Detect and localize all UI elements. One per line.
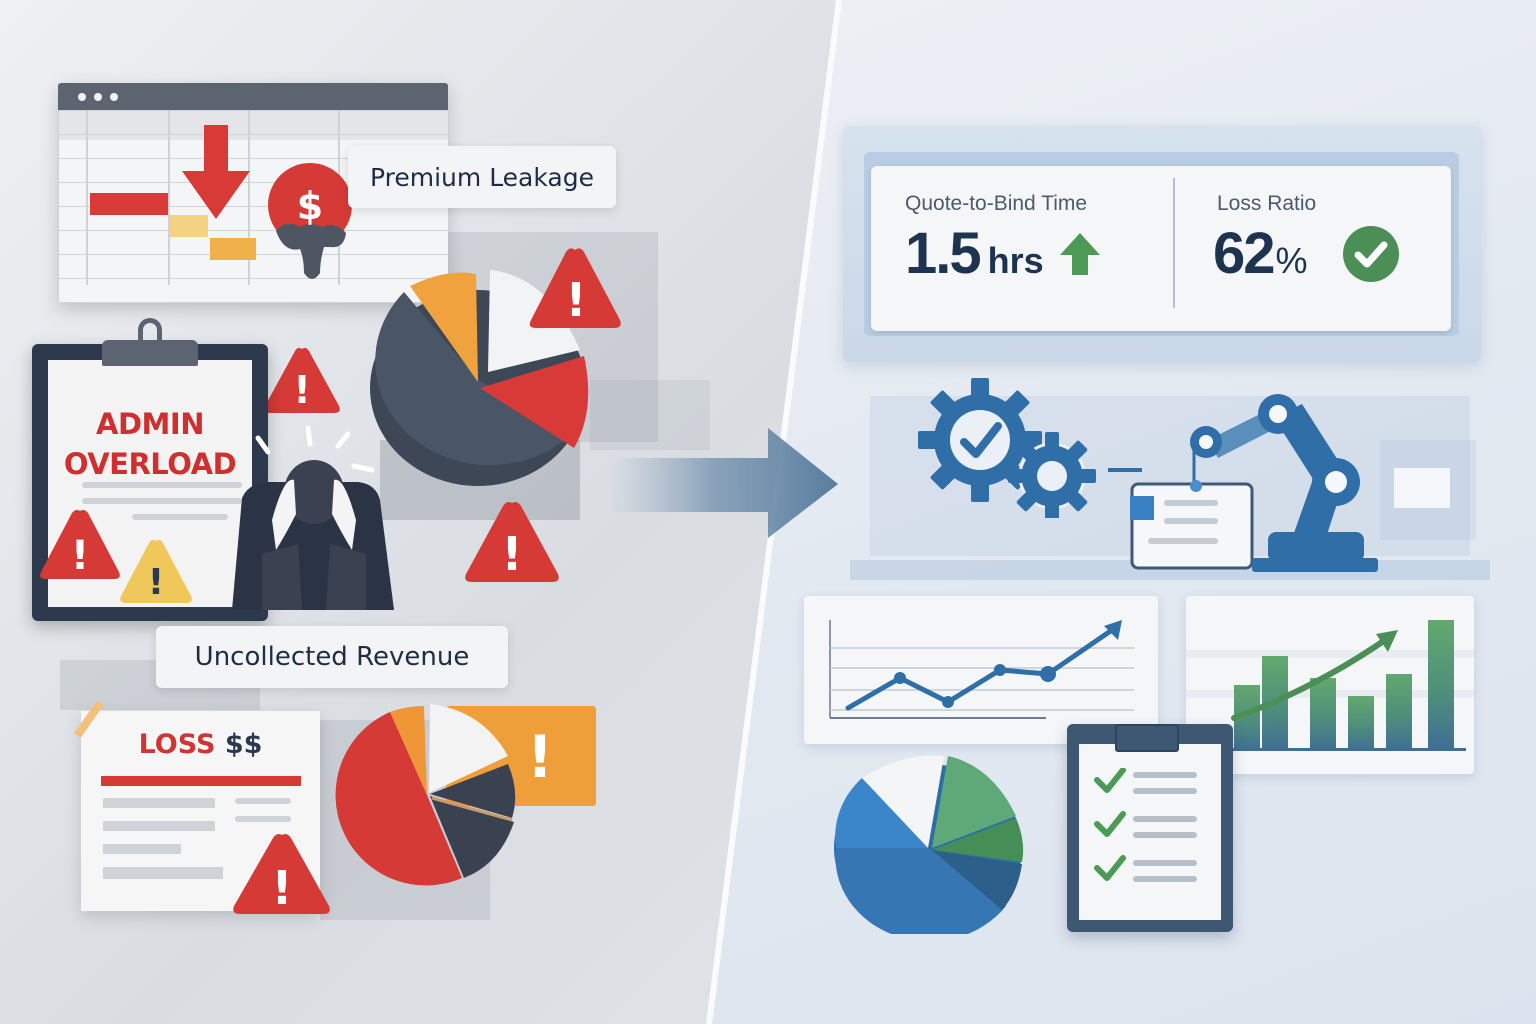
warning-icon: ! xyxy=(465,502,559,582)
admin-text-line1: ADMIN xyxy=(96,407,204,441)
kpi-number: 1.5 xyxy=(905,221,982,286)
kpi-number: 62 xyxy=(1213,221,1275,286)
warning-icon: ! xyxy=(264,347,340,413)
clipboard-ring xyxy=(138,318,162,346)
caution-icon: ! xyxy=(120,539,192,603)
bar xyxy=(1386,674,1412,750)
warning-icon: ! xyxy=(40,509,120,579)
connector-line xyxy=(1108,468,1142,472)
bar-chart-card xyxy=(1186,596,1474,774)
svg-text:!: ! xyxy=(272,861,293,915)
loss-word: LOSS xyxy=(138,729,216,760)
text-placeholder-line xyxy=(103,798,215,808)
text-placeholder-line xyxy=(82,498,242,504)
bar xyxy=(1428,620,1454,750)
checkmark-icon xyxy=(1094,811,1126,837)
checklist-clipboard xyxy=(1067,724,1233,932)
text-placeholder-line xyxy=(82,482,242,488)
stressed-person-icon xyxy=(232,425,394,610)
warning-cell xyxy=(210,238,256,260)
kpi-label-quote-to-bind: Quote-to-Bind Time xyxy=(905,192,1088,215)
warning-cell xyxy=(170,215,208,237)
down-arrow-icon xyxy=(182,125,250,219)
checklist xyxy=(1094,768,1197,882)
dollar-leak-icon: $ xyxy=(268,163,352,279)
grid-band xyxy=(1186,650,1474,658)
grid-line xyxy=(168,110,170,285)
svg-text:!: ! xyxy=(566,273,587,327)
bar-group xyxy=(1232,616,1472,750)
dollar-symbols: $$ xyxy=(224,729,263,760)
kpi-value-quote-to-bind: 1.5 hrs xyxy=(905,220,1102,287)
right-arrow-icon xyxy=(610,428,838,538)
text-placeholder-line xyxy=(132,514,228,520)
alert-exclamation: ! xyxy=(526,723,554,791)
x-axis xyxy=(1232,748,1466,751)
checkmark-icon xyxy=(1094,855,1126,881)
svg-text:!: ! xyxy=(502,527,523,581)
warning-icon: ! xyxy=(233,834,330,915)
kpi-panel: Quote-to-Bind Time 1.5 hrs Loss Ratio 62… xyxy=(843,126,1481,362)
kpi-label-loss-ratio: Loss Ratio xyxy=(1217,192,1317,215)
bar xyxy=(1348,696,1374,750)
red-rule xyxy=(101,776,301,786)
kpi-separator xyxy=(1173,178,1175,308)
kpi-value-loss-ratio: 62 % xyxy=(1213,220,1400,287)
placeholder-card xyxy=(1394,468,1450,508)
problem-pie-chart-upper xyxy=(370,270,589,486)
negative-cell xyxy=(90,193,168,215)
window-titlebar xyxy=(58,83,448,110)
premium-leakage-label: Premium Leakage xyxy=(348,146,616,208)
kpi-card: Quote-to-Bind Time 1.5 hrs Loss Ratio 62… xyxy=(871,166,1451,331)
checkmark-icon xyxy=(1094,768,1126,793)
loss-title: LOSS $$ xyxy=(81,729,320,760)
grid-line xyxy=(86,110,88,285)
kpi-unit: hrs xyxy=(987,240,1044,281)
admin-overload-title: ADMIN OVERLOAD xyxy=(48,404,252,484)
line-chart-card xyxy=(804,596,1158,744)
grid-line xyxy=(248,110,250,285)
problem-pie-chart-lower xyxy=(335,704,516,886)
text-placeholder-line xyxy=(103,844,181,854)
kpi-unit: % xyxy=(1275,240,1308,281)
upward-trend-arrow-icon xyxy=(1231,630,1398,721)
bar xyxy=(1310,678,1336,750)
window-dot xyxy=(78,92,86,101)
check-circle-icon xyxy=(1342,225,1399,282)
improved-pie-chart xyxy=(834,755,1024,934)
trend-line-chart xyxy=(829,620,1134,719)
gear-check-icon xyxy=(918,378,1096,518)
uncollected-revenue-label: Uncollected Revenue xyxy=(156,626,508,688)
up-arrow-icon xyxy=(1059,232,1100,275)
admin-text-line2: OVERLOAD xyxy=(63,447,237,481)
text-placeholder-line xyxy=(235,816,291,822)
svg-text:!: ! xyxy=(71,533,89,579)
warning-icon: ! xyxy=(529,248,621,328)
text-placeholder-line xyxy=(235,798,291,804)
clipboard-clasp xyxy=(1115,724,1179,752)
text-placeholder-line xyxy=(103,821,215,831)
text-placeholder-line xyxy=(103,867,223,879)
backdrop-panel xyxy=(590,380,710,450)
svg-text:!: ! xyxy=(148,562,164,603)
robot-arm-icon xyxy=(1130,394,1378,572)
svg-text:!: ! xyxy=(293,368,310,412)
window-dot xyxy=(110,92,118,101)
window-dot xyxy=(94,92,102,101)
svg-text:$: $ xyxy=(297,184,323,228)
